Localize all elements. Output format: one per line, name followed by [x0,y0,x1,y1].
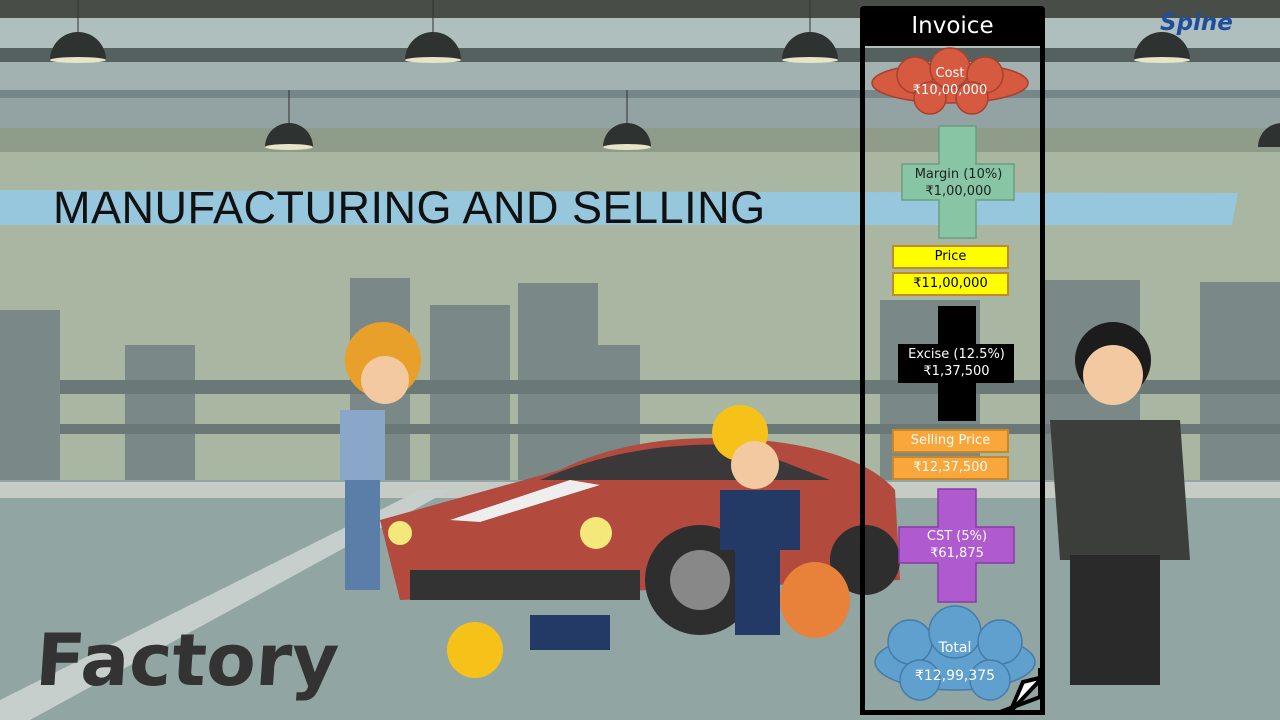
invoice-shapes [871,47,1045,714]
margin-plus-shape [901,125,1015,239]
slide-title: MANUFACTURING AND SELLING [53,182,766,233]
excise-label: Excise (12.5%) [908,347,1005,362]
worker-under-car [447,615,610,678]
cst-plus-shape [898,488,1015,603]
cost-label: Cost [935,66,965,81]
woman-character [340,322,421,590]
total-label: Total [938,640,972,656]
total-item: Total ₹12,99,375 [880,634,1030,690]
selling-price-label: Selling Price [892,429,1009,453]
spine-logo: Spine [1160,10,1233,36]
location-label: Factory [33,618,342,702]
cst-item: CST (5%) ₹61,875 [899,528,1015,562]
total-cloud [874,605,1036,701]
excise-value: ₹1,37,500 [923,364,990,379]
businessman-character [1050,322,1190,685]
selling-price-value: ₹12,37,500 [892,456,1009,480]
cst-label: CST (5%) [926,529,988,544]
cost-cloud [871,47,1029,115]
excise-item: Excise (12.5%) ₹1,37,500 [898,346,1015,380]
mechanic-character [712,405,850,638]
margin-label: Margin (10%) [914,167,1003,182]
price-label: Price [892,245,1009,269]
excise-plus-shape [898,306,1014,421]
invoice-header: Invoice [860,6,1045,46]
total-value: ₹12,99,375 [914,668,996,684]
margin-value: ₹1,00,000 [925,184,992,199]
cost-item: Cost ₹10,00,000 [890,65,1010,99]
cst-value: ₹61,875 [930,546,984,561]
margin-item: Margin (10%) ₹1,00,000 [901,166,1016,200]
ceiling-lamps [50,0,1280,150]
cost-value: ₹10,00,000 [912,83,988,98]
page-curl-icon [999,668,1045,714]
price-value: ₹11,00,000 [892,272,1009,296]
